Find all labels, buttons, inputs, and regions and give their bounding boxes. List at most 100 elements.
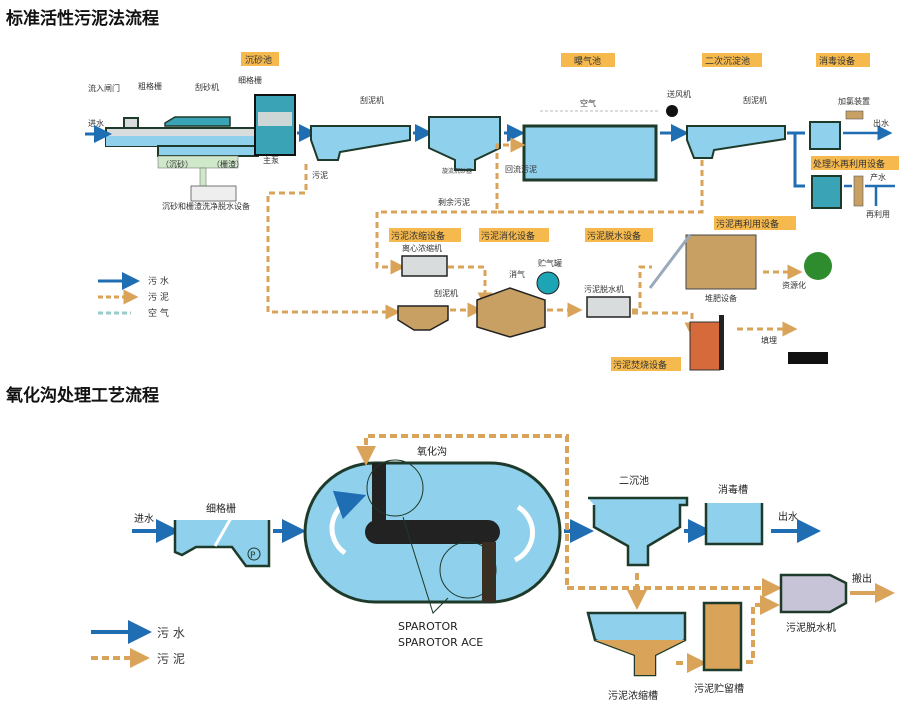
label-excess-sludge: 剩余污泥 [438, 197, 470, 207]
label-resource: 资源化 [782, 280, 806, 290]
bottom-title: 氧化沟处理工艺流程 [5, 385, 159, 406]
label-sparotor-ace: SPAROTOR ACE [398, 636, 483, 649]
label-reuse: 再利用 [866, 209, 890, 219]
label-product-water: 产水 [870, 172, 886, 182]
screen-bar [213, 517, 233, 547]
tag-aeration: 曝气池 [574, 55, 601, 67]
legend-water-b: 污 水 [157, 626, 185, 640]
label-scraper3: 刮泥机 [434, 288, 458, 298]
label-main-pump: 主泵 [263, 155, 279, 165]
label-sparotor: SPAROTOR [398, 620, 458, 633]
reuse-column [853, 175, 864, 207]
label-air: 空气 [580, 98, 596, 108]
reuse-filter-tank [811, 175, 842, 209]
label-disinfection-b: 消毒槽 [718, 483, 748, 496]
label-gas-holder: 贮气罐 [538, 258, 562, 268]
dewaterer [586, 296, 631, 318]
tag-grit-chamber: 沉砂池 [245, 54, 272, 66]
label-landfill: 填埋 [761, 335, 777, 345]
label-wash-equipment: 沉砂和栅渣洗净脱水设备 [162, 201, 250, 211]
label-ditch: 氧化沟 [417, 445, 447, 458]
primary-clarifier [310, 125, 411, 161]
chlorinator [845, 110, 864, 120]
disinfection-tank-b [704, 503, 764, 546]
tag-dewatering: 污泥脱水设备 [587, 230, 641, 242]
conveyor [648, 234, 692, 289]
centrifuge [401, 255, 448, 277]
label-dewaterer-b: 污泥脱水机 [786, 621, 836, 634]
legend-sludge-b: 污 泥 [157, 652, 185, 666]
label-outlet: 出水 [873, 118, 889, 128]
pump-icon [247, 547, 261, 561]
tag-incineration: 污泥焚烧设备 [613, 359, 667, 371]
vortex-grit-separator [428, 116, 501, 171]
callout-line [402, 516, 449, 614]
label-composting: 堆肥设备 [705, 293, 737, 303]
sludge-lines-b [356, 434, 782, 673]
label-fine-screen-b: 细格栅 [206, 502, 236, 515]
legend-water: 污 水 [148, 275, 169, 287]
truck-icon [788, 352, 828, 364]
sludge-thickener [397, 305, 449, 331]
section-tags: 沉砂池 曝气池 二次沉淀池 消毒设备 处理水再利用设备 污泥浓缩设备 污泥消化设… [241, 52, 899, 371]
digester [476, 287, 546, 338]
label-pump: P [250, 551, 256, 561]
label-chlorinator: 加氯装置 [838, 96, 870, 106]
thickener-sludge [595, 640, 685, 675]
label-vortex: 旋流沉砂器 [442, 167, 472, 175]
aeration-tank [522, 124, 658, 182]
top-title: 标准活性污泥法流程 [6, 8, 159, 29]
incinerator [689, 321, 721, 371]
label-dewaterer: 污泥脱水机 [584, 284, 624, 294]
grit-chamber [105, 94, 296, 202]
label-clarifier-b: 二沉池 [619, 474, 649, 487]
legend-sludge: 污 泥 [148, 291, 169, 303]
label-screenings: （栅渣） [212, 159, 244, 169]
gas-holder [536, 271, 560, 295]
dewaterer-b [779, 573, 848, 614]
label-grit-remover: 刮砂机 [195, 82, 219, 92]
tag-sludge-reuse: 污泥再利用设备 [716, 218, 779, 230]
aerator-detail-top [366, 459, 424, 517]
label-sludge-vertical: 污泥 [312, 170, 328, 180]
label-centrifuge: 离心浓缩机 [402, 243, 442, 253]
label-digester-gas: 消气 [509, 269, 525, 279]
flow-arrow-left [329, 490, 367, 556]
secondary-clarifier [686, 125, 786, 159]
water-arrow [865, 184, 895, 206]
label-grit: （沉砂） [161, 159, 193, 169]
compost-pile [685, 234, 757, 290]
top-legend: 污 水 污 泥 空 气 [98, 272, 169, 319]
aerator-detail-bottom [439, 541, 497, 599]
tree-icon [804, 252, 832, 280]
flow-arrow-right [513, 504, 536, 563]
tag-thickening: 污泥浓缩设备 [391, 230, 445, 242]
label-carry-out: 搬出 [852, 572, 872, 585]
water-split [787, 131, 805, 188]
sludge-lines [266, 137, 803, 338]
label-outlet-b: 出水 [778, 510, 798, 523]
label-storage: 污泥贮留槽 [694, 682, 744, 695]
label-scraper1: 刮泥机 [360, 95, 384, 105]
blower-icon [666, 105, 678, 117]
label-blower: 送风机 [667, 89, 691, 99]
label-inlet-b: 进水 [134, 513, 154, 525]
tag-disinfection: 消毒设备 [819, 55, 855, 67]
label-coarse-screen: 粗格栅 [138, 81, 162, 91]
storage-tank [702, 601, 743, 672]
bottom-legend: 污 水 污 泥 [91, 620, 185, 668]
label-thickener-b: 污泥浓缩槽 [608, 689, 658, 702]
fine-screen-tank [173, 520, 271, 568]
label-gate: 流入闸门 [88, 83, 120, 93]
label-inlet: 进水 [88, 118, 104, 128]
tag-digestion: 污泥消化设备 [481, 230, 535, 242]
tag-secondary-clarifier: 二次沉淀池 [705, 55, 750, 67]
ditch-divider [365, 520, 500, 544]
tag-water-reuse: 处理水再利用设备 [813, 158, 885, 170]
disinfection-tank [809, 121, 841, 150]
clarifier-b [588, 496, 689, 567]
label-scraper2: 刮泥机 [743, 95, 767, 105]
legend-air: 空 气 [148, 307, 169, 319]
label-fine-screen: 细格栅 [238, 75, 262, 85]
